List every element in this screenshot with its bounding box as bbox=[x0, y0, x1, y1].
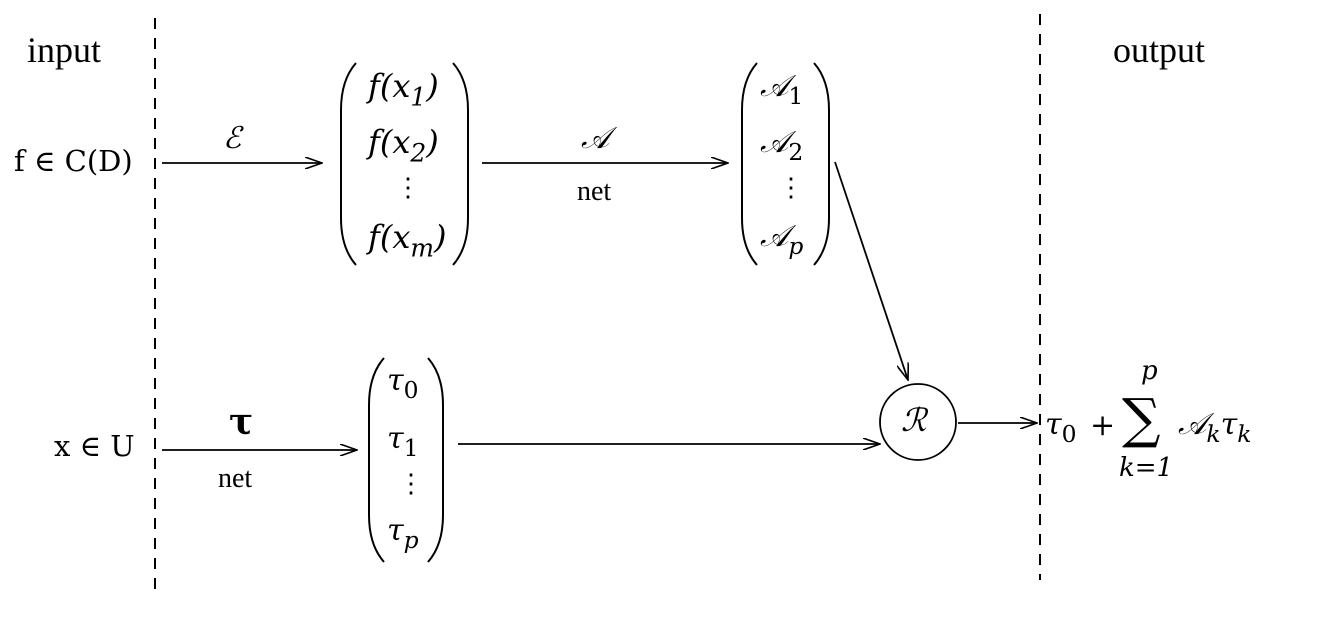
encoder-label: ℰ bbox=[223, 121, 242, 156]
branch-left-bracket bbox=[741, 62, 758, 266]
reconstruction-node bbox=[879, 383, 957, 461]
point-input-label: x ∈ U bbox=[54, 429, 135, 463]
sensor-entry-1: f(x1) bbox=[368, 67, 439, 112]
branch-entry-p: 𝒜p bbox=[760, 219, 804, 261]
input-header: input bbox=[27, 30, 102, 70]
trunk-entry-p: τp bbox=[387, 513, 419, 555]
branch-to-reconstruction-arrow bbox=[834, 161, 908, 380]
branch-entry-1: 𝒜1 bbox=[760, 69, 804, 111]
sensor-vdots: ⋮ bbox=[395, 173, 421, 203]
sensor-right-bracket bbox=[452, 62, 469, 266]
branch-net-label: net bbox=[577, 176, 612, 207]
reconstruction-label: ℛ bbox=[901, 401, 927, 439]
branch-entry-2: 𝒜2 bbox=[760, 125, 804, 167]
branch-right-bracket bbox=[813, 62, 830, 266]
trunk-net-label: net bbox=[218, 463, 253, 494]
trunk-entry-0: τ0 bbox=[387, 363, 419, 405]
branch-operator-label: 𝒜 bbox=[581, 121, 610, 156]
output-plus: + bbox=[1090, 408, 1116, 443]
output-sum-lower: k=1 bbox=[1119, 453, 1174, 483]
trunk-left-bracket bbox=[368, 357, 385, 563]
output-sum-symbol: ∑ bbox=[1122, 387, 1161, 450]
trunk-right-bracket bbox=[427, 357, 444, 563]
trunk-entry-1: τ1 bbox=[387, 421, 419, 463]
output-sum-upper: p bbox=[1141, 356, 1158, 386]
branch-vdots: ⋮ bbox=[778, 173, 804, 203]
trunk-operator-label: τ bbox=[229, 401, 254, 443]
trunk-vdots: ⋮ bbox=[398, 469, 424, 499]
output-header: output bbox=[1113, 30, 1206, 70]
output-sum-term: 𝒜kτk bbox=[1178, 407, 1252, 449]
sensor-entry-m: f(xm) bbox=[368, 218, 447, 263]
sensor-left-bracket bbox=[340, 62, 357, 266]
sensor-entry-2: f(x2) bbox=[368, 123, 439, 168]
function-input-label: f ∈ C(D) bbox=[14, 144, 133, 178]
output-lead-term: τ0 bbox=[1045, 407, 1077, 449]
